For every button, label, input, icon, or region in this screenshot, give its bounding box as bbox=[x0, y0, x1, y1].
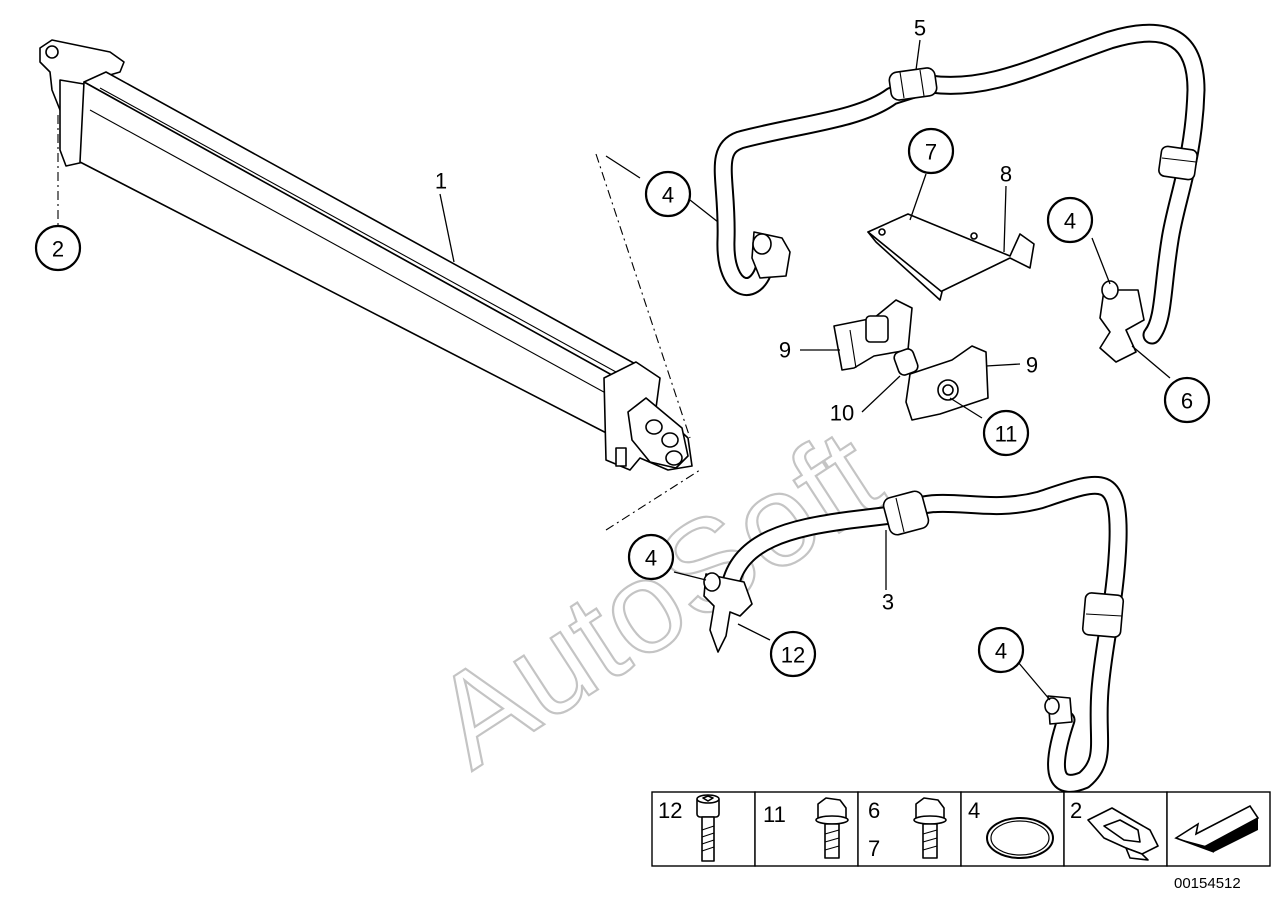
callout-9-left: 9 bbox=[779, 338, 791, 363]
svg-text:4: 4 bbox=[968, 798, 980, 823]
svg-text:7: 7 bbox=[925, 140, 937, 165]
callout-4-lower-right: 4 bbox=[977, 626, 1025, 674]
clamp-part-9-left bbox=[833, 299, 913, 371]
oil-cooler-tube bbox=[39, 39, 693, 471]
callout-6: 6 bbox=[1163, 376, 1211, 424]
svg-text:9: 9 bbox=[779, 338, 791, 363]
svg-text:4: 4 bbox=[645, 546, 657, 571]
legend-cell-6-7 bbox=[857, 791, 962, 867]
svg-text:12: 12 bbox=[781, 643, 805, 668]
svg-text:4: 4 bbox=[662, 183, 674, 208]
callout-1: 1 bbox=[435, 169, 447, 194]
socket-head-bolt-icon bbox=[696, 794, 720, 862]
callout-11: 11 bbox=[982, 409, 1030, 457]
callout-4-upper-right: 4 bbox=[1046, 196, 1094, 244]
svg-text:6: 6 bbox=[1181, 389, 1193, 414]
svg-text:2: 2 bbox=[1070, 798, 1082, 823]
leader-lines bbox=[439, 39, 1171, 701]
svg-text:3: 3 bbox=[882, 590, 894, 615]
svg-text:1: 1 bbox=[435, 169, 447, 194]
upper-oil-hose bbox=[713, 23, 1206, 363]
svg-text:11: 11 bbox=[763, 802, 786, 827]
callout-5: 5 bbox=[914, 16, 926, 41]
callout-2: 2 bbox=[34, 224, 82, 272]
svg-text:4: 4 bbox=[1064, 209, 1076, 234]
svg-text:2: 2 bbox=[52, 237, 64, 262]
hex-flange-bolt-icon bbox=[913, 797, 947, 859]
clip-icon bbox=[1087, 807, 1159, 861]
callout-8: 8 bbox=[1000, 162, 1012, 187]
svg-text:8: 8 bbox=[1000, 162, 1012, 187]
legend-cell-4 bbox=[960, 791, 1065, 867]
svg-text:6: 6 bbox=[868, 798, 880, 823]
svg-text:11: 11 bbox=[995, 422, 1018, 447]
callout-3: 3 bbox=[882, 590, 894, 615]
diagram-id: 00154512 bbox=[1174, 875, 1241, 892]
svg-text:7: 7 bbox=[868, 836, 880, 861]
callout-9-right: 9 bbox=[1026, 353, 1038, 378]
callout-4-lower-left: 4 bbox=[627, 533, 675, 581]
hex-flange-bolt-icon bbox=[815, 797, 849, 859]
callout-4-upper-left: 4 bbox=[644, 170, 692, 218]
svg-text:5: 5 bbox=[914, 16, 926, 41]
o-ring-icon bbox=[986, 817, 1054, 859]
bracket-part-8 bbox=[867, 213, 1035, 301]
callout-7: 7 bbox=[907, 127, 955, 175]
callout-10: 10 bbox=[830, 401, 854, 426]
svg-text:4: 4 bbox=[995, 639, 1007, 664]
leader-dashed-upper bbox=[595, 153, 691, 439]
svg-text:9: 9 bbox=[1026, 353, 1038, 378]
svg-text:10: 10 bbox=[830, 401, 854, 426]
legend-table: 12 11 6 7 4 2 bbox=[651, 791, 1271, 867]
callout-12: 12 bbox=[769, 630, 817, 678]
direction-arrow-icon bbox=[1174, 804, 1260, 853]
lower-oil-hose bbox=[703, 475, 1128, 793]
svg-text:12: 12 bbox=[658, 798, 682, 823]
clamp-part-9-right bbox=[905, 345, 989, 421]
